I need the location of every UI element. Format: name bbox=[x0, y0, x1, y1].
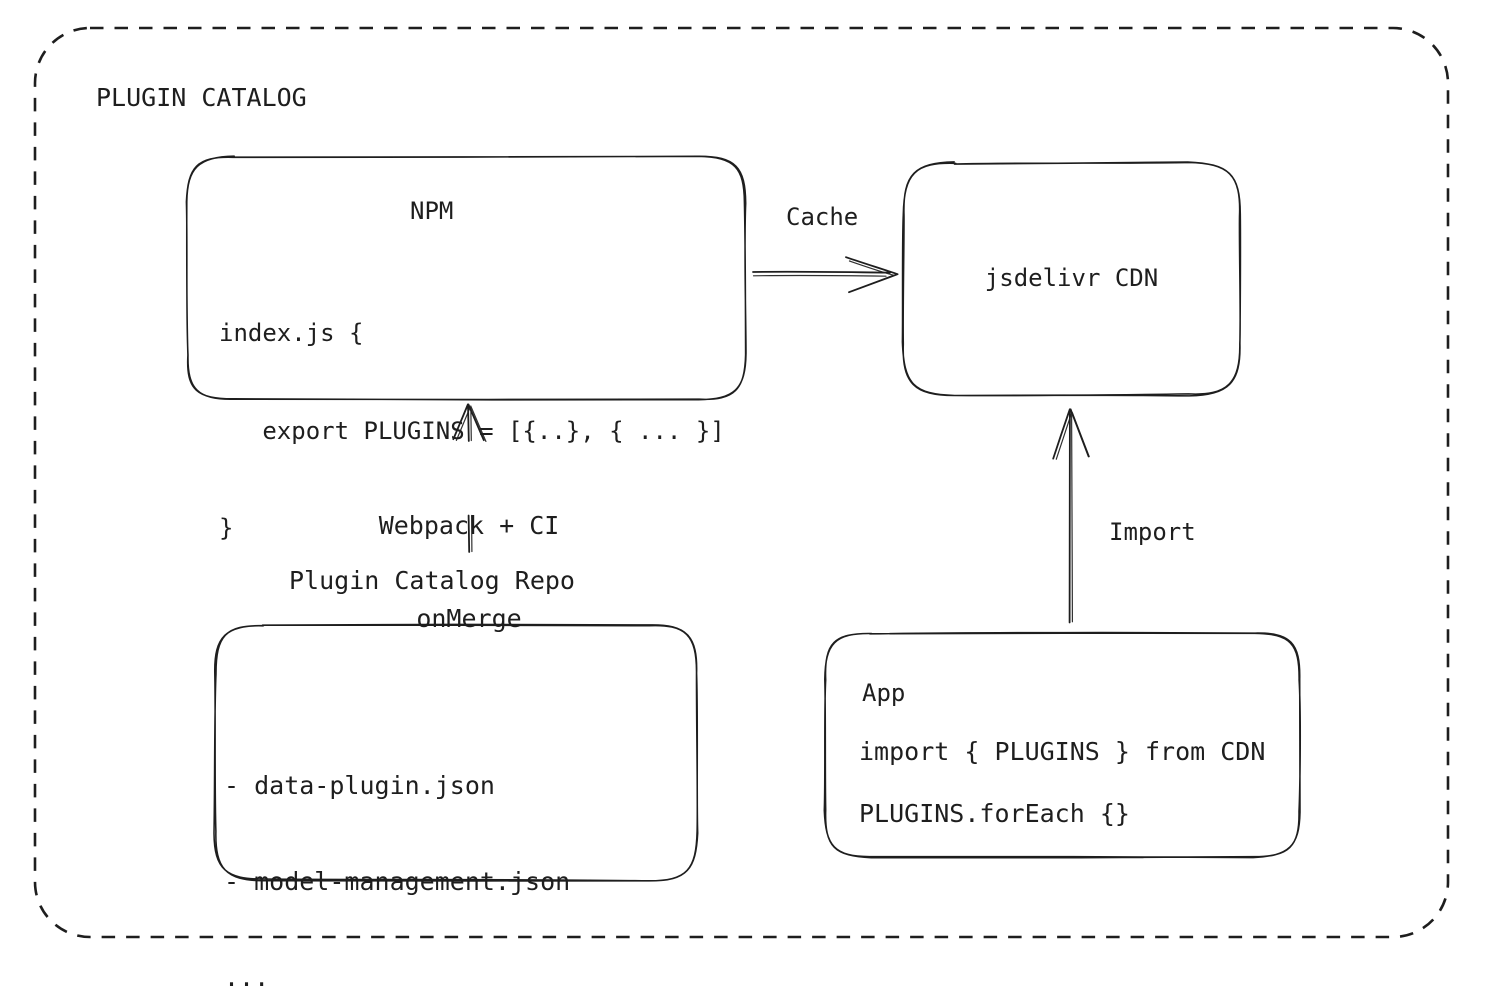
repo-file-item: - data-plugin.json bbox=[224, 771, 495, 800]
cache-arrow-label: Cache bbox=[786, 203, 859, 231]
import-arrow bbox=[1052, 408, 1090, 624]
repo-node bbox=[213, 623, 699, 882]
build-arrow-label-line: onMerge bbox=[416, 604, 522, 633]
app-title: App bbox=[862, 679, 906, 707]
diagram-title: PLUGIN CATALOG bbox=[96, 83, 307, 112]
npm-title: NPM bbox=[410, 197, 454, 225]
build-arrow-label: Webpack + CI onMerge bbox=[329, 448, 609, 696]
npm-code: index.js { export PLUGINS = [{..}, { ...… bbox=[219, 252, 725, 610]
app-node bbox=[823, 631, 1302, 859]
npm-code-line: export PLUGINS = [{..}, { ... }] bbox=[219, 416, 725, 445]
npm-code-line: } bbox=[219, 514, 234, 542]
app-code-line: PLUGINS.forEach {} bbox=[859, 799, 1130, 828]
npm-node bbox=[185, 155, 747, 401]
repo-file-list: - data-plugin.json - model-management.js… bbox=[224, 706, 570, 1002]
app-code-line: import { PLUGINS } from CDN bbox=[859, 737, 1266, 766]
repo-file-item: ... bbox=[224, 963, 270, 992]
plugin-catalog-boundary bbox=[33, 26, 1450, 939]
cdn-node bbox=[901, 161, 1242, 397]
import-arrow-label: Import bbox=[1109, 518, 1196, 546]
repo-file-item: - model-management.json bbox=[224, 867, 571, 896]
repo-label: Plugin Catalog Repo bbox=[289, 566, 575, 595]
cache-arrow bbox=[752, 256, 899, 294]
npm-code-line: index.js { bbox=[219, 319, 364, 347]
cdn-label: jsdelivr CDN bbox=[984, 264, 1159, 292]
build-arrow-label-line: Webpack + CI bbox=[378, 511, 560, 540]
build-arrow bbox=[452, 403, 487, 553]
